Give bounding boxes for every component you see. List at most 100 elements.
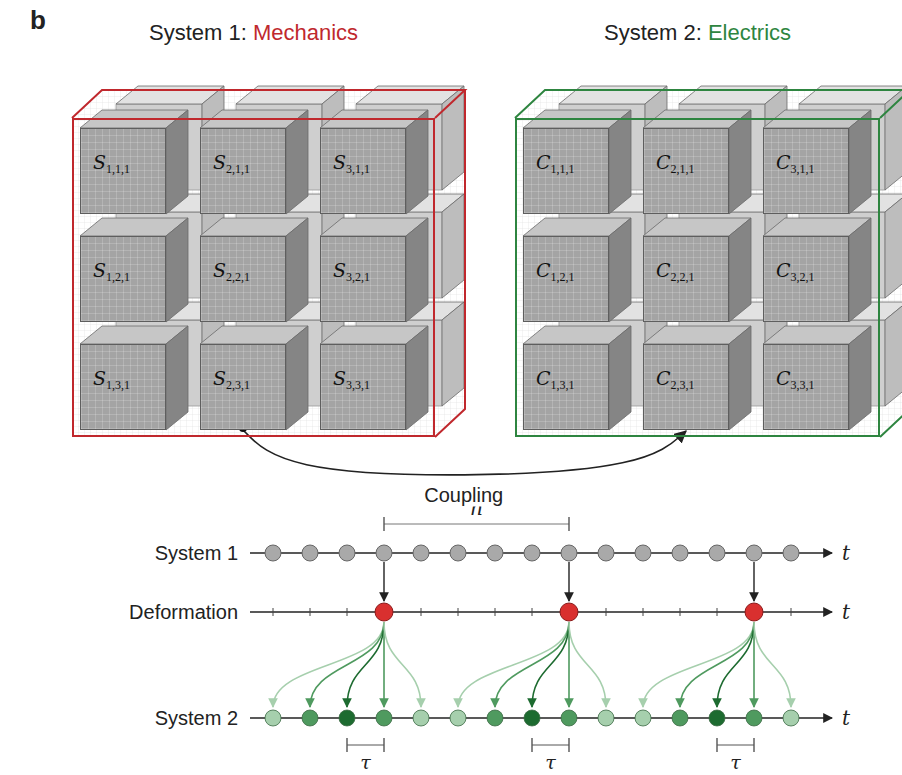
cell-cube: S1,3,1 (80, 344, 166, 430)
axis-label: t (842, 706, 850, 730)
elec-step (598, 710, 614, 726)
block-outline (515, 90, 902, 437)
mech-step (339, 545, 355, 561)
elec-step (302, 710, 318, 726)
elec-step (524, 710, 540, 726)
interval-bracket (384, 524, 569, 525)
front-cube-side (286, 218, 308, 322)
system-heading: System 1: Mechanics (149, 20, 358, 46)
sample-arrow (568, 562, 569, 601)
mech-step (598, 545, 614, 561)
front-cube-side (729, 218, 751, 322)
axis-tick (273, 608, 274, 616)
cell-label: S2,3,1 (201, 345, 250, 393)
front-cube-side (286, 110, 308, 214)
mech-step (561, 545, 577, 561)
axis-tick (791, 608, 792, 616)
sample-arrow (753, 562, 754, 601)
axis-label: System 1 (155, 542, 238, 565)
elec-step (709, 710, 725, 726)
mech-step (302, 545, 318, 561)
axis-tick (606, 608, 607, 616)
mech-step (265, 545, 281, 561)
influence-arrow (717, 622, 754, 707)
timeline (250, 524, 832, 745)
cell-label: C3,1,1 (764, 129, 815, 177)
cell-label: C2,2,1 (644, 237, 695, 285)
mech-step (635, 545, 651, 561)
delay-bracket (347, 745, 384, 746)
system-block: System 2: ElectricsC1,1,1C2,1,1C3,1,1C1,… (515, 118, 880, 437)
back-cube-side (885, 86, 902, 190)
system-block: System 1: MechanicsS1,1,1S2,1,1S3,1,1S1,… (72, 118, 435, 437)
edge-label: Coupling (421, 483, 506, 506)
elec-step (746, 710, 762, 726)
cell-label: C2,1,1 (644, 129, 695, 177)
elec-step (635, 710, 651, 726)
influence-arrow (569, 622, 606, 707)
cube-lattice (72, 86, 902, 437)
cell-label: S1,1,1 (81, 129, 130, 177)
front-cube-side (609, 326, 631, 430)
cell-label: S3,3,1 (321, 345, 370, 393)
influence-arrow (273, 622, 384, 707)
cell-cube: S2,1,1 (200, 128, 286, 214)
deformation-point (375, 603, 393, 621)
axis-tick (532, 608, 533, 616)
time-axis (250, 552, 832, 553)
front-cube-side (166, 218, 188, 322)
mech-step (672, 545, 688, 561)
block-outline (72, 90, 465, 437)
cell-label: C3,3,1 (764, 345, 815, 393)
axis-label: τ (545, 751, 556, 773)
elec-step (672, 710, 688, 726)
front-cube-side (609, 218, 631, 322)
elec-step (413, 710, 429, 726)
sample-arrow (383, 562, 384, 601)
mech-step (746, 545, 762, 561)
elec-step (561, 710, 577, 726)
axis-tick (495, 608, 496, 616)
cell-cube: C1,1,1 (523, 128, 609, 214)
system-heading: System 2: Electrics (604, 20, 791, 46)
cell-cube: S3,3,1 (320, 344, 406, 430)
influence-arrow (495, 622, 569, 707)
back-cube-top (799, 86, 902, 104)
cell-cube: C2,1,1 (643, 128, 729, 214)
front-cube-side (849, 326, 871, 430)
axis-label: τ (360, 751, 371, 773)
cell-cube: S1,2,1 (80, 236, 166, 322)
axis-tick (458, 608, 459, 616)
front-cube-side (166, 110, 188, 214)
lattice-block (72, 86, 465, 437)
influence-arrow (347, 622, 384, 707)
influence-arrow (680, 622, 754, 707)
front-cube-side (729, 326, 751, 430)
cell-label: C1,3,1 (524, 345, 575, 393)
cell-cube: C3,1,1 (763, 128, 849, 214)
deformation-point (745, 603, 763, 621)
front-cube-side (609, 110, 631, 214)
axis-label: Deformation (129, 601, 238, 624)
mech-step (413, 545, 429, 561)
cell-cube: S2,3,1 (200, 344, 286, 430)
cell-cube: S3,1,1 (320, 128, 406, 214)
axis-label: System 2 (155, 707, 238, 730)
influence-arrow (643, 622, 754, 707)
axis-label: t (842, 600, 850, 624)
cell-cube: C2,2,1 (643, 236, 729, 322)
cell-label: C1,1,1 (524, 129, 575, 177)
influence-arrow (310, 622, 384, 707)
cell-label: S2,1,1 (201, 129, 250, 177)
axis-label: t (842, 541, 850, 565)
time-axis (250, 717, 832, 718)
front-cube-side (729, 110, 751, 214)
axis-tick (421, 608, 422, 616)
influence-arrow (532, 622, 569, 707)
cell-label: S1,3,1 (81, 345, 130, 393)
cell-label: S3,2,1 (321, 237, 370, 285)
cell-cube: C2,3,1 (643, 344, 729, 430)
cell-label: C2,3,1 (644, 345, 695, 393)
